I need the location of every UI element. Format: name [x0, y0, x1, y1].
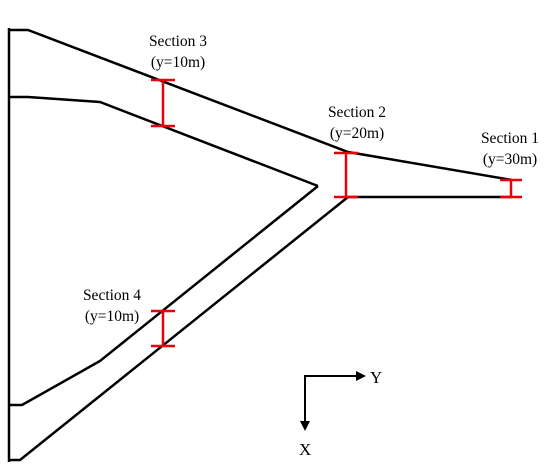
section-3-label: Section 3	[149, 33, 207, 50]
x-axis-label: X	[299, 440, 311, 459]
x-arrowhead-icon	[300, 421, 310, 431]
section-3-position: (y=10m)	[151, 54, 205, 71]
y-arrowhead-icon	[356, 371, 366, 381]
section-3-marker	[151, 78, 175, 128]
section-1-position: (y=30m)	[483, 151, 537, 168]
inner-lower-bank	[9, 185, 319, 407]
section-1-marker	[500, 178, 522, 199]
section-4-label: Section 4	[83, 287, 141, 304]
section-2-marker	[334, 151, 358, 199]
section-2-label: Section 2	[328, 104, 386, 121]
section-2-position: (y=20m)	[330, 125, 384, 142]
outer-lower-bank	[9, 195, 512, 462]
section-1-label: Section 1	[481, 130, 539, 147]
section-4-position: (y=10m)	[85, 308, 139, 325]
coordinate-axes	[300, 371, 366, 431]
inner-upper-bank	[9, 95, 319, 188]
outer-upper-bank	[9, 28, 513, 182]
channel-outline	[7, 28, 513, 462]
section-4-marker	[151, 309, 175, 348]
y-axis-label: Y	[370, 368, 382, 387]
